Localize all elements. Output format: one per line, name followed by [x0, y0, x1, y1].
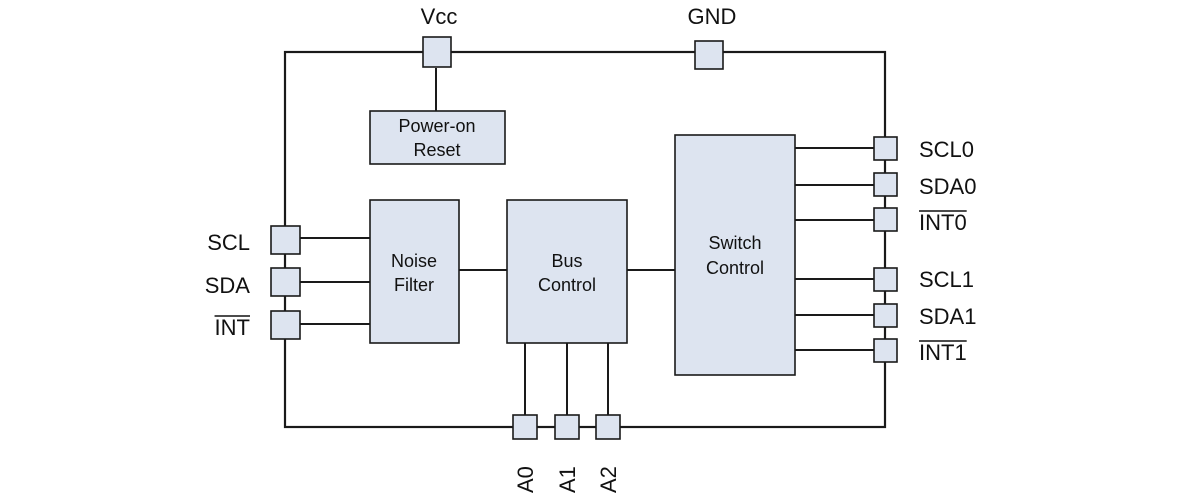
pin-label-scl0: SCL0 [919, 137, 974, 162]
pin-a0 [512, 414, 538, 440]
pin-scl [270, 225, 301, 255]
pin-label-sda0: SDA0 [919, 174, 976, 199]
pin-a2 [595, 414, 621, 440]
bus-control-label-line2: Control [538, 275, 596, 295]
noise-filter-block: Noise Filter [369, 199, 460, 344]
pin-label-a2: A2 [596, 466, 621, 493]
switch-control-block: Switch Control [674, 134, 796, 376]
pin-scl1 [873, 267, 898, 292]
noise-filter-label-line1: Noise [391, 251, 437, 271]
pin-vcc [422, 36, 452, 68]
power-on-reset-label-line2: Reset [413, 140, 460, 160]
pin-sda0 [873, 172, 898, 197]
pin-label-int1: INT1 [919, 340, 967, 365]
power-on-reset-block: Power-on Reset [369, 110, 506, 165]
pin-sda1 [873, 303, 898, 328]
pin-label-sda: SDA [205, 273, 251, 298]
pin-scl0 [873, 136, 898, 161]
pin-label-a0: A0 [513, 466, 538, 493]
pin-label-a1: A1 [555, 466, 580, 493]
pin-a1 [554, 414, 580, 440]
noise-filter-label-line2: Filter [394, 275, 434, 295]
pin-label-scl: SCL [207, 230, 250, 255]
pin-label-int: INT [215, 315, 250, 340]
pin-int0 [873, 207, 898, 232]
bus-control-label-line1: Bus [551, 251, 582, 271]
power-on-reset-label-line1: Power-on [398, 116, 475, 136]
pin-label-int0: INT0 [919, 210, 967, 235]
pin-label-gnd: GND [688, 4, 737, 29]
bus-control-block: Bus Control [506, 199, 628, 344]
pin-gnd [694, 40, 724, 70]
switch-control-label-line1: Switch [708, 233, 761, 253]
pin-sda [270, 267, 301, 297]
switch-control-label-line2: Control [706, 258, 764, 278]
pin-label-sda1: SDA1 [919, 304, 976, 329]
pin-int1 [873, 338, 898, 363]
pin-label-vcc: Vcc [421, 4, 458, 29]
pin-int [270, 310, 301, 340]
pin-label-scl1: SCL1 [919, 267, 974, 292]
